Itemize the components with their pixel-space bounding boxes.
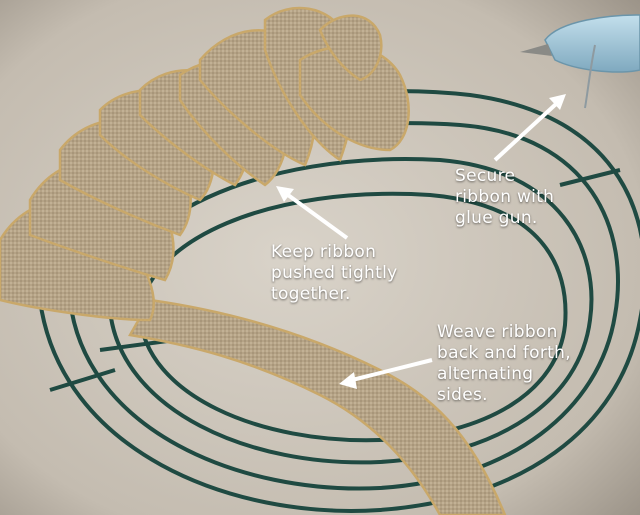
arrow-weave bbox=[339, 358, 433, 389]
burlap-ribbon bbox=[0, 6, 507, 515]
annotation-weave: Weave ribbon back and forth, alternating… bbox=[437, 322, 571, 405]
annotation-keep-tight: Keep ribbon pushed tightly together. bbox=[271, 242, 398, 304]
arrow-glue-gun bbox=[493, 94, 566, 162]
annotation-glue-gun: Secure ribbon with glue gun. bbox=[455, 166, 555, 228]
glue-gun bbox=[520, 14, 640, 109]
arrow-keep-tight bbox=[276, 186, 349, 240]
